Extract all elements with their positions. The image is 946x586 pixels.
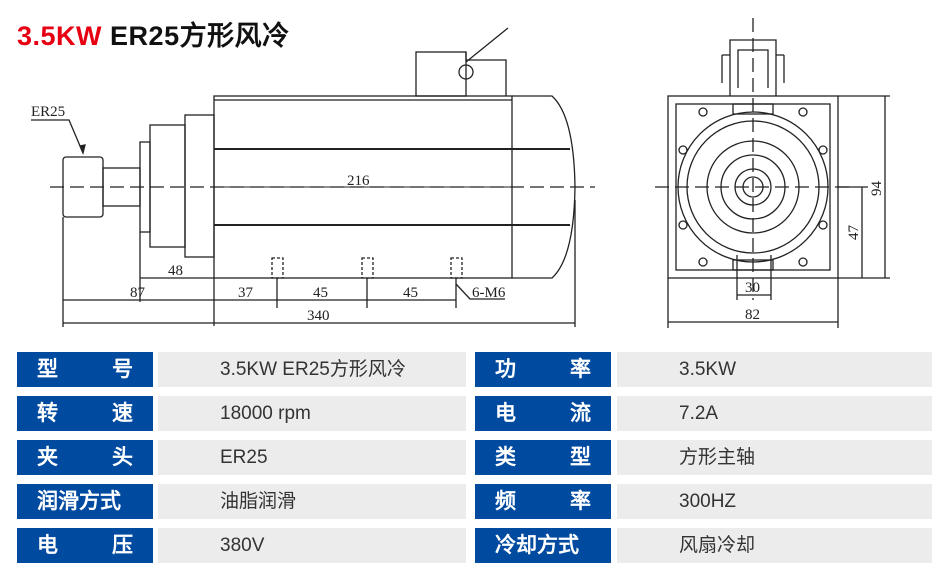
spec-label-char: 号 <box>112 358 133 381</box>
spec-value: 380V <box>220 535 265 556</box>
spec-label-char: 润滑方式 <box>37 490 121 513</box>
spec-label-char: 冷却方式 <box>495 534 579 557</box>
spec-label-char: 压 <box>112 534 133 557</box>
spec-value: 3.5KW <box>679 359 737 380</box>
spec-value-cell: 3.5KW ER25方形风冷 <box>158 352 466 387</box>
dim-340: 340 <box>307 308 330 324</box>
spec-label-char: 夹 <box>37 446 58 469</box>
spec-label-char: 电 <box>37 534 58 557</box>
spec-label-char: 电 <box>495 402 516 425</box>
side-view <box>31 27 595 327</box>
spec-label: 电流 <box>475 396 611 431</box>
spec-value-cell: ER25 <box>158 440 466 475</box>
hole-label: 6-M6 <box>472 285 506 301</box>
spec-label: 电压 <box>17 528 153 563</box>
spec-label-char: 率 <box>570 490 591 513</box>
spec-label: 转速 <box>17 396 153 431</box>
spec-label-char: 速 <box>112 402 133 425</box>
dim-94: 94 <box>869 181 885 197</box>
spec-label: 润滑方式 <box>17 484 153 519</box>
spec-value-cell: 方形主轴 <box>617 440 932 475</box>
spec-value-cell: 18000 rpm <box>158 396 466 431</box>
dim-82: 82 <box>745 307 760 323</box>
page-title: 3.5KW ER25方形风冷 <box>17 21 290 51</box>
spec-value-cell: 7.2A <box>617 396 932 431</box>
spec-value: 风扇冷却 <box>679 535 756 556</box>
spec-value: 3.5KW ER25方形风冷 <box>220 359 406 380</box>
spec-value-cell: 油脂润滑 <box>158 484 466 519</box>
spec-label: 冷却方式 <box>475 528 611 563</box>
spec-label-char: 流 <box>570 402 591 425</box>
spec-label: 功率 <box>475 352 611 387</box>
spec-value: 18000 rpm <box>220 403 311 424</box>
dim-216: 216 <box>347 173 370 189</box>
dim-47: 47 <box>846 225 862 241</box>
spec-label-char: 功 <box>495 358 516 381</box>
spec-label: 型号 <box>17 352 153 387</box>
spec-label: 频率 <box>475 484 611 519</box>
dim-37: 37 <box>238 285 254 301</box>
spec-value: 方形主轴 <box>679 447 756 468</box>
spindle-technical-drawing: ER25 216 48 87 37 45 45 6-M6 340 30 82 9… <box>31 18 890 328</box>
front-view <box>655 18 890 328</box>
spec-label-char: 型 <box>570 446 591 469</box>
spec-value-cell: 3.5KW <box>617 352 932 387</box>
spec-label-char: 头 <box>112 446 133 469</box>
spec-value-cell: 风扇冷却 <box>617 528 932 563</box>
spec-value: ER25 <box>220 447 268 468</box>
dim-45a: 45 <box>313 285 328 301</box>
spec-value-cell: 380V <box>158 528 466 563</box>
spec-value: 300HZ <box>679 491 737 512</box>
spec-label-char: 转 <box>37 402 58 425</box>
spec-label-char: 率 <box>570 358 591 381</box>
dim-45b: 45 <box>403 285 418 301</box>
spec-label-char: 型 <box>37 358 58 381</box>
spec-value: 7.2A <box>679 403 719 424</box>
spec-value-cell: 300HZ <box>617 484 932 519</box>
dim-48: 48 <box>168 263 183 279</box>
er25-label: ER25 <box>31 104 65 120</box>
spec-label-char: 类 <box>495 446 516 469</box>
dim-87: 87 <box>130 285 146 301</box>
spec-label-char: 频 <box>495 490 516 513</box>
dim-30: 30 <box>745 280 760 296</box>
spec-value: 油脂润滑 <box>220 491 297 512</box>
spec-label: 夹头 <box>17 440 153 475</box>
spec-label: 类型 <box>475 440 611 475</box>
